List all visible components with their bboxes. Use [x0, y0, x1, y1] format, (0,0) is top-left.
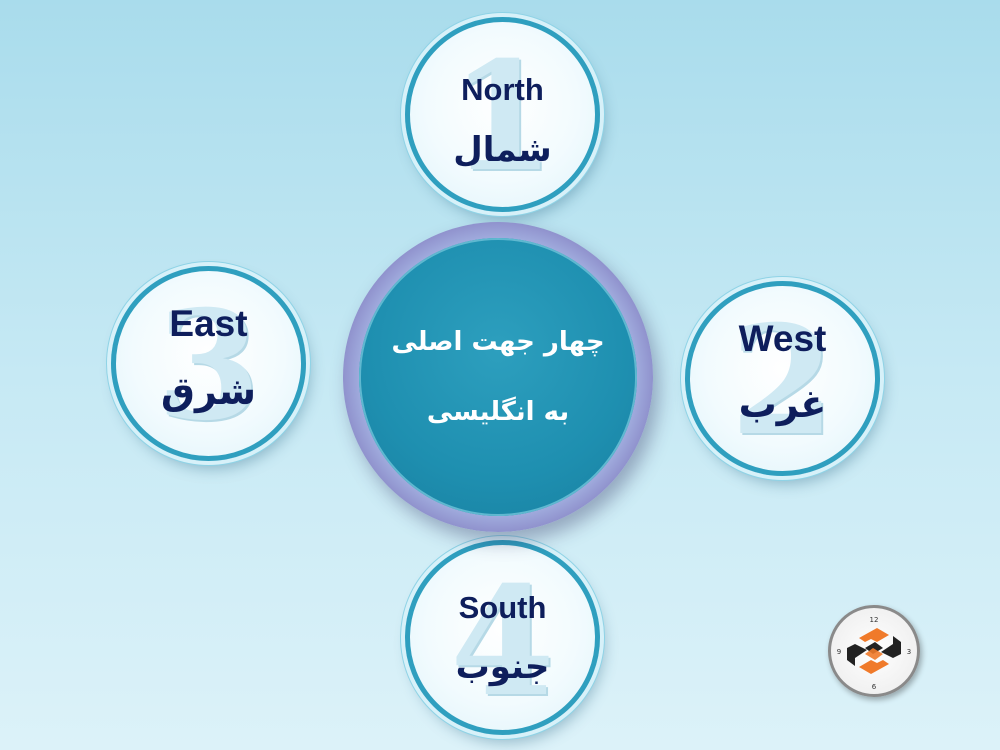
- number-watermark-4: 4: [450, 554, 555, 730]
- west-english-label: West: [738, 318, 827, 359]
- number-watermark-2: 2: [730, 293, 835, 469]
- clock-numeral-3: 3: [907, 648, 911, 656]
- north-persian-label: شمال: [453, 130, 552, 170]
- north-english-label: North: [461, 72, 544, 107]
- direction-south: 4 South جنوب: [405, 540, 600, 735]
- east-persian-label: شرق: [161, 369, 256, 413]
- direction-west: 2 West غرب: [685, 281, 880, 476]
- direction-east: 3 East شرق: [111, 266, 306, 461]
- center-title-line-2: به انگلیسی: [426, 397, 570, 427]
- direction-north: 1 North شمال: [405, 17, 600, 212]
- clock-logo-icon: 12 3 6 9: [828, 605, 920, 697]
- east-english-label: East: [169, 303, 248, 344]
- south-persian-label: جنوب: [455, 647, 550, 687]
- clock-numeral-9: 9: [837, 648, 841, 656]
- clock-logo-graphic: 12 3 6 9: [837, 616, 911, 691]
- clock-numeral-12: 12: [870, 616, 879, 624]
- center-hub: [359, 238, 637, 516]
- south-english-label: South: [458, 590, 547, 625]
- number-watermark-3: 3: [156, 278, 261, 454]
- clock-numeral-6: 6: [872, 683, 877, 691]
- center-title-line-1: چهار جهت اصلی: [391, 327, 605, 357]
- number-watermark-1: 1: [450, 29, 555, 205]
- west-persian-label: غرب: [738, 382, 827, 426]
